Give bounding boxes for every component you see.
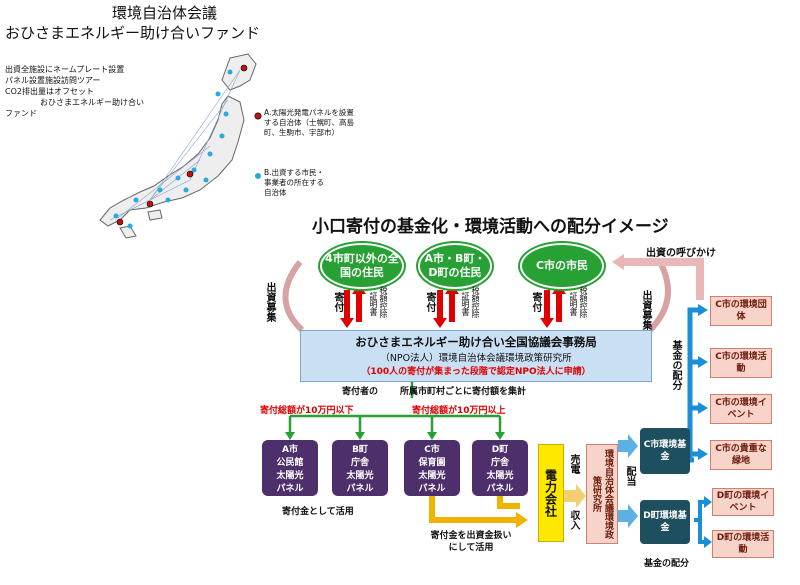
circle-national-residents: 4市町以外の全国の住民: [320, 243, 404, 289]
kifu-label-3: 寄付: [530, 292, 541, 312]
shusshi-right-label: 出資募集: [640, 290, 651, 330]
kifu-label-2: 寄付: [424, 292, 435, 312]
c-item-2: C市の環境活動: [710, 348, 772, 378]
c-item-3: C市の環境イベント: [710, 394, 772, 424]
shozoku-label: 所属市町村ごとに寄付額を集計: [400, 387, 527, 397]
shusshikin-label: 寄付金を出資金扱いにして活用: [430, 531, 512, 553]
research-institute: 環境自治体会議環境政策研究所: [586, 444, 618, 544]
panel-c: C市 保育園 太陽光 パネル: [404, 440, 460, 496]
legend-b-marker: [255, 173, 261, 179]
note-5: ファンド: [5, 109, 37, 118]
legend-a-marker: [254, 112, 262, 120]
kikin-haibun-label: 基金の配分: [670, 340, 681, 390]
d-item-2: D町の環境活動: [712, 530, 774, 558]
haito-label: 配当: [624, 466, 635, 486]
kifukin-label: 寄付金として活用: [282, 507, 354, 517]
power-company: 電力会社: [538, 444, 564, 542]
legend-b: B.出資する市民・事業者の所在する自治体: [264, 168, 325, 197]
shomei-label-2: 証明書: [461, 292, 470, 316]
page-title: 環境自治体会議: [112, 4, 218, 22]
shusshi-left-label: 出資募集: [264, 282, 275, 322]
c-item-4: C市の貴重な緑地: [710, 440, 772, 470]
zei-label-3: 税額控除: [579, 286, 588, 318]
diagram-title: 小口寄付の基金化・環境活動への配分イメージ: [312, 217, 669, 237]
d-item-1: D町の環境イベント: [712, 488, 774, 516]
main-office-note: （100人の寄付が集まった段階で認定NPO法人に申請）: [361, 367, 591, 377]
zei-label-1: 税額控除: [379, 286, 388, 318]
panel-a: A市 公民館 太陽光 パネル: [262, 440, 318, 496]
call-label: 出資の呼びかけ: [646, 248, 716, 259]
circle-c-residents: C市の市民: [520, 243, 604, 289]
c-fund: C市環境基金: [640, 428, 690, 474]
main-office-name: おひさまエネルギー助け合い全国協議会事務局: [355, 335, 597, 349]
page-subtitle: おひさまエネルギー助け合いファンド: [5, 24, 261, 42]
note-3: CO2排出量はオフセット: [5, 87, 94, 96]
note-4: おひさまエネルギー助け合い: [40, 98, 144, 107]
shunyu-label: 収入: [568, 510, 579, 530]
c-item-1: C市の環境団体: [710, 296, 772, 326]
under-10-label: 寄付総額が10万円以下: [260, 406, 354, 416]
over-10-label: 寄付総額が10万円以上: [412, 406, 506, 416]
baiden-label: 売電: [568, 454, 579, 474]
note-2: パネル設置施設訪問ツアー: [5, 76, 101, 85]
japan-map: [99, 53, 257, 239]
main-office-org: （NPO法人）環境自治体会議環境政策研究所: [380, 353, 572, 364]
kikin-haibun-label-2: 基金の配分: [644, 559, 690, 569]
kifu-label-1: 寄付: [332, 292, 343, 312]
kifusha-label: 寄付者の: [342, 387, 379, 397]
panel-b: B町 庁舎 太陽光 パネル: [332, 440, 388, 496]
shomei-label-3: 証明書: [569, 292, 578, 316]
note-1: 出資全施設にネームプレート設置: [5, 65, 125, 74]
circle-abd-residents: A市・B町・D町の住民: [418, 243, 492, 289]
main-office-box: おひさまエネルギー助け合い全国協議会事務局 （NPO法人）環境自治体会議環境政策…: [300, 330, 652, 382]
d-fund: D町環境基金: [640, 500, 690, 544]
legend-a: A.太陽光発電パネルを設置する自治体（士幌町、高島町、生駒市、宇部市）: [264, 108, 354, 137]
panel-d: D町 庁舎 太陽光 パネル: [472, 440, 528, 496]
shomei-label-1: 証明書: [369, 292, 378, 316]
zei-label-2: 税額控除: [471, 286, 480, 318]
